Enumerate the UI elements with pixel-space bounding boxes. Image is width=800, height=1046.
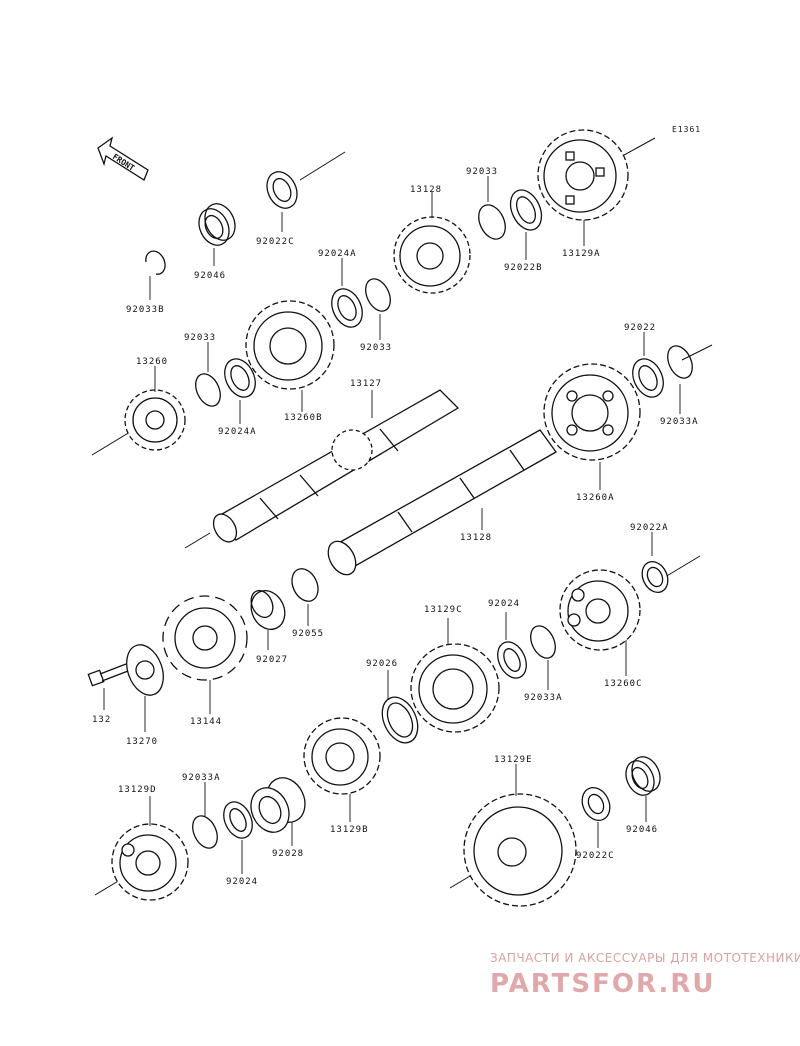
gear-13260a bbox=[543, 363, 641, 461]
callout-label: 13144 bbox=[190, 717, 222, 727]
axis-line bbox=[299, 151, 346, 181]
callout-label: 92033A bbox=[660, 417, 699, 427]
callout-label: 92046 bbox=[194, 271, 226, 281]
callout-label: 13260 bbox=[136, 357, 168, 367]
callout-label: 13129C bbox=[424, 605, 463, 615]
callout-labels: 92022C 92046 92033B 13128 92033 92022B 1… bbox=[92, 167, 699, 887]
circlip-92033a bbox=[667, 345, 693, 379]
callout-label: 13260B bbox=[284, 413, 323, 423]
callout-label: 132 bbox=[92, 715, 111, 725]
callout-label: 92026 bbox=[366, 659, 398, 669]
washer-92022 bbox=[632, 358, 664, 398]
washer-92022c bbox=[581, 786, 611, 822]
circlip-92033a bbox=[192, 815, 218, 849]
washer-92024 bbox=[497, 641, 527, 679]
circlip-92033 bbox=[195, 373, 221, 407]
callout-label: 13270 bbox=[126, 737, 158, 747]
washer-92024a bbox=[224, 358, 256, 398]
gear-13129c bbox=[410, 643, 500, 733]
o-ring-92055 bbox=[291, 568, 319, 602]
gear-13260b bbox=[245, 300, 335, 390]
callout-label: 92033A bbox=[182, 773, 221, 783]
sprocket-13144 bbox=[162, 595, 248, 681]
gear-13260c bbox=[559, 569, 641, 651]
circlip-92033 bbox=[478, 204, 506, 240]
collar-92026 bbox=[381, 696, 419, 744]
callout-label: 92027 bbox=[256, 655, 288, 665]
callout-label: 92022A bbox=[630, 523, 669, 533]
axis-line bbox=[681, 344, 713, 361]
gear-13129d bbox=[111, 823, 189, 901]
callout-label: 13260C bbox=[604, 679, 643, 689]
gear-13260 bbox=[124, 389, 186, 451]
callout-label: 92046 bbox=[626, 825, 658, 835]
figure-code: E1361 bbox=[672, 125, 701, 134]
washer-92022b bbox=[509, 189, 543, 231]
needle-bearing-92046 bbox=[625, 756, 661, 796]
front-arrow-icon: FRONT bbox=[97, 136, 149, 181]
gear-13129a bbox=[537, 129, 629, 221]
callout-label: 13129B bbox=[330, 825, 369, 835]
callout-label: 92033 bbox=[184, 333, 216, 343]
gear-13129e bbox=[463, 793, 577, 907]
washer-92024a bbox=[331, 288, 363, 328]
gear-13128 bbox=[393, 216, 471, 294]
callout-label: 13128 bbox=[410, 185, 442, 195]
circlip-92033 bbox=[365, 278, 391, 312]
callout-label: 13129A bbox=[562, 249, 601, 259]
callout-label: 13128 bbox=[460, 533, 492, 543]
circlip-92033b bbox=[145, 250, 166, 275]
washer-92024 bbox=[223, 801, 253, 839]
callout-label: 92024A bbox=[218, 427, 257, 437]
axis-line bbox=[91, 431, 131, 456]
gear-13129b bbox=[303, 717, 381, 795]
callout-label: 92024A bbox=[318, 249, 357, 259]
callout-label: 13127 bbox=[350, 379, 382, 389]
callout-label: 92022B bbox=[504, 263, 543, 273]
callout-label: 92022C bbox=[256, 237, 295, 247]
leader-lines bbox=[103, 176, 681, 874]
callout-label: 92022C bbox=[576, 851, 615, 861]
callout-label: 92033A bbox=[524, 693, 563, 703]
shaft-13128 bbox=[327, 429, 557, 576]
callout-label: 92022 bbox=[624, 323, 656, 333]
shaft-13127 bbox=[212, 389, 460, 543]
callout-label: 92033 bbox=[360, 343, 392, 353]
callout-label: 13260A bbox=[576, 493, 615, 503]
callout-label: 92024 bbox=[488, 599, 520, 609]
collar-92027 bbox=[250, 589, 286, 630]
watermark: ЗАПЧАСТИ И АКСЕССУАРЫ ДЛЯ МОТОТЕХНИКИ PA… bbox=[490, 951, 800, 999]
callout-label: 13129D bbox=[118, 785, 157, 795]
bolt-132 bbox=[87, 663, 129, 687]
bushing-92028 bbox=[250, 777, 306, 833]
axis-line bbox=[184, 532, 211, 549]
callout-label: 92033B bbox=[126, 305, 165, 315]
callout-label: 13129E bbox=[494, 755, 533, 765]
callout-label: 92028 bbox=[272, 849, 304, 859]
callout-label: 92024 bbox=[226, 877, 258, 887]
callout-label: 92033 bbox=[466, 167, 498, 177]
washer-92022c bbox=[266, 171, 298, 209]
plate-13270 bbox=[126, 644, 164, 696]
watermark-tagline: ЗАПЧАСТИ И АКСЕССУАРЫ ДЛЯ МОТОТЕХНИКИ bbox=[490, 951, 800, 965]
axis-line bbox=[94, 879, 121, 896]
needle-bearing-92046 bbox=[198, 203, 236, 246]
circlip-92033a bbox=[530, 625, 556, 659]
watermark-brand: PARTSFOR.RU bbox=[490, 969, 715, 999]
callout-label: 92055 bbox=[292, 629, 324, 639]
washer-92022a bbox=[641, 560, 669, 594]
